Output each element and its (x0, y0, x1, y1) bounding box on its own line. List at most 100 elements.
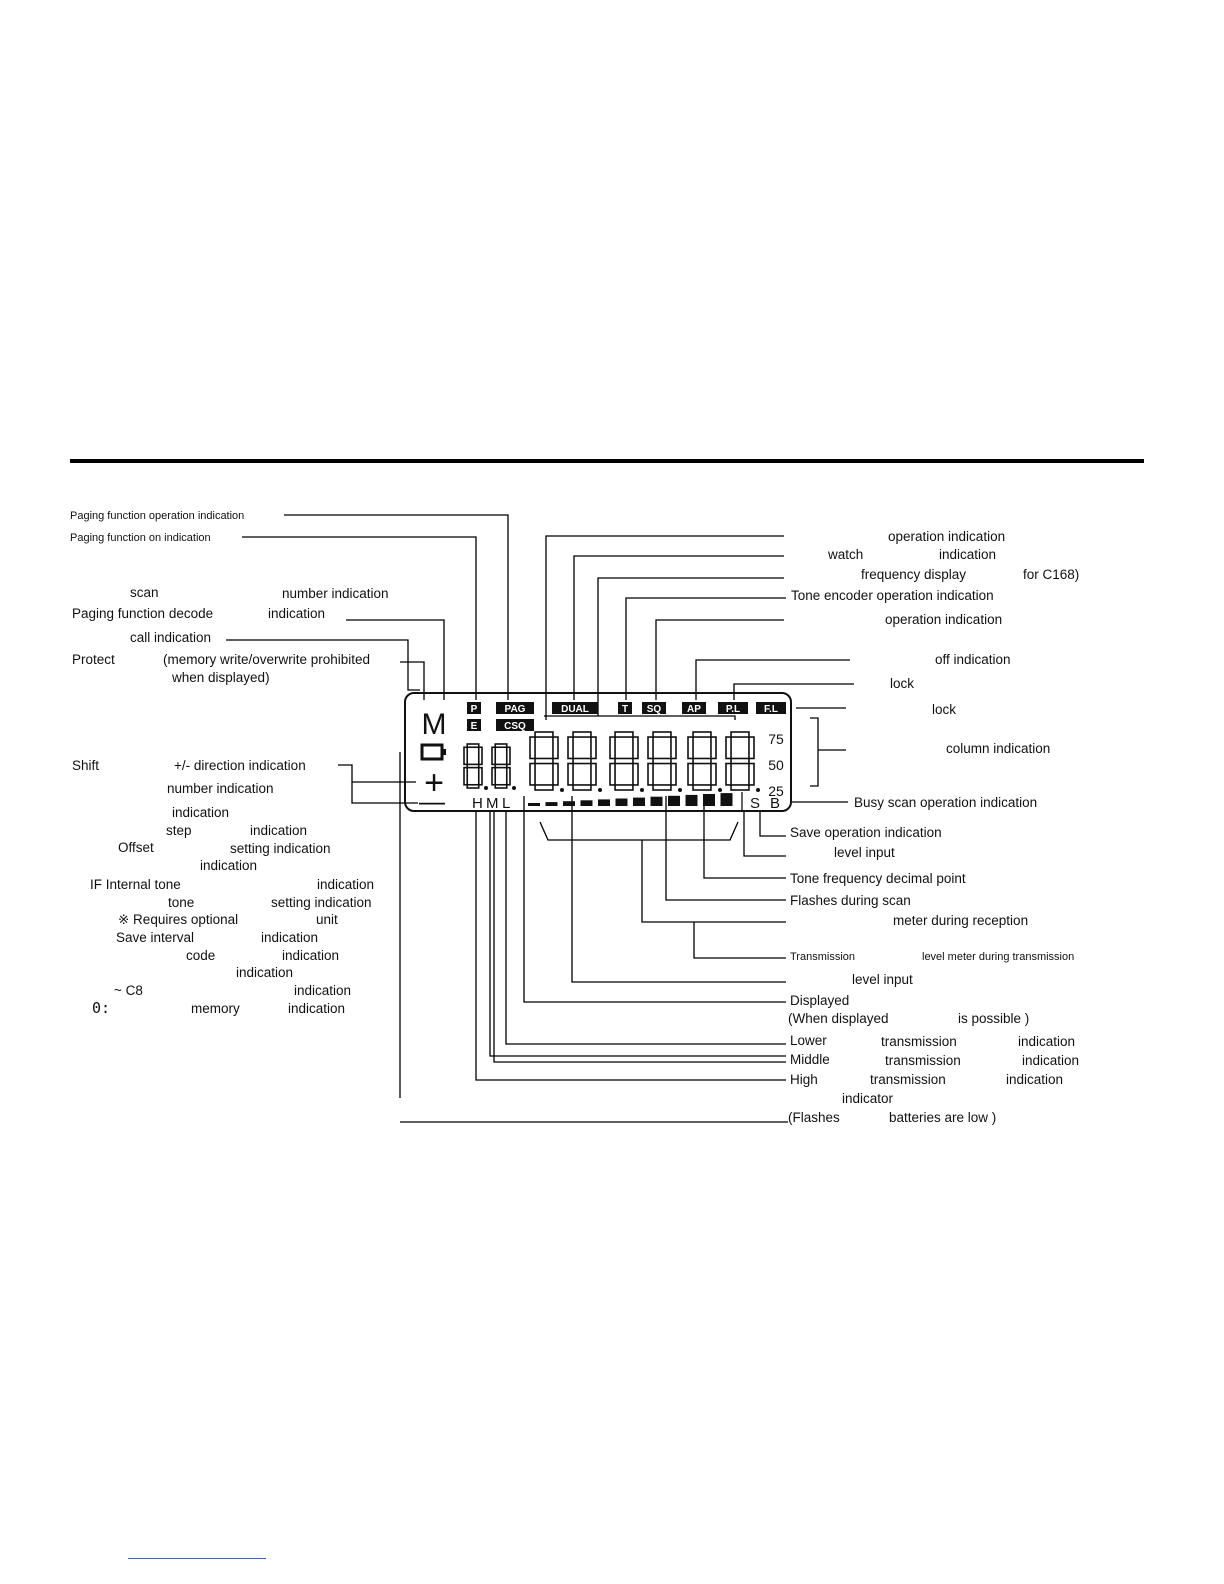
label-offset: Offset (118, 840, 154, 855)
signal-meter (528, 793, 733, 806)
icon-p-bg (467, 702, 481, 714)
icon-pag-bg (496, 702, 534, 714)
label-unit: unit (316, 912, 338, 927)
digit-segment (466, 743, 480, 749)
meter-bar (580, 800, 593, 806)
digit-segment (692, 731, 712, 738)
label-r-transmission: Transmission (790, 951, 855, 963)
label-r-meter-rx: meter during reception (893, 913, 1029, 928)
digit-segment (647, 762, 654, 786)
meter-bar (668, 795, 680, 806)
digit-decimal-point (718, 788, 722, 792)
label-r-op: operation indication (888, 529, 1006, 544)
minus-sign: — (419, 786, 445, 812)
digit-segment (491, 746, 497, 766)
digit-segment (710, 736, 717, 760)
digit-segment (748, 736, 755, 760)
digit-segment (725, 736, 732, 760)
digit-segment (725, 762, 732, 786)
meter-bar (720, 793, 733, 806)
digit-segment (614, 757, 634, 765)
digit-segment (567, 736, 574, 760)
label-r-flashes: (Flashes (788, 1110, 840, 1125)
label-r-possible: is possible ) (958, 1011, 1030, 1026)
label-r-middle: Middle (790, 1052, 830, 1067)
label-r-middle-tx: transmission (885, 1053, 961, 1068)
digit-segment (477, 766, 483, 786)
digit-decimal-point (640, 788, 644, 792)
label-r-lower-ind: indication (1018, 1034, 1076, 1049)
icon-e-bg (467, 719, 481, 731)
label-r-lower: Lower (790, 1033, 827, 1048)
digit-segment (687, 762, 694, 786)
save-s: S (750, 795, 760, 812)
lcd-digit (647, 731, 682, 792)
label-r-lower-tx: transmission (881, 1034, 957, 1049)
icon-csq: CSQ (504, 721, 526, 732)
digit-segment (494, 763, 508, 769)
scale-75: 75 (768, 731, 784, 747)
power-l: L (502, 795, 510, 812)
label-memory-ind: indication (288, 1001, 346, 1016)
label-r-off: off indication (935, 652, 1011, 667)
digit-segment (730, 784, 750, 791)
icon-dual-bg (552, 702, 598, 714)
digit-segment (477, 746, 483, 766)
label-call: call indication (130, 630, 212, 645)
digit-segment (632, 762, 639, 786)
label-seg-0: 0: (92, 999, 111, 1017)
digit-segment (670, 762, 677, 786)
label-memory: memory (191, 1001, 240, 1016)
digit-segment (687, 736, 694, 760)
digit-segment (534, 784, 554, 791)
digit-segment (463, 766, 469, 786)
meter-bar (650, 796, 663, 806)
digit-segment (590, 736, 597, 760)
icon-fl-bg (756, 702, 786, 714)
mode-m: M (422, 708, 447, 741)
icon-ap: AP (687, 704, 701, 715)
label-r-indicator: indicator (842, 1091, 894, 1106)
digit-decimal-point (756, 788, 760, 792)
digit-segment (710, 762, 717, 786)
meter-bar (633, 797, 645, 806)
icon-ap-bg (682, 702, 706, 714)
label-r-flashes-scan: Flashes during scan (790, 893, 911, 908)
label-indication2: indication (200, 858, 258, 873)
digit-segment (505, 766, 511, 786)
meter-bar (545, 802, 558, 806)
digit-segment (572, 784, 592, 791)
icon-pl: P.L (726, 704, 740, 715)
lcd-digit (463, 743, 488, 790)
meter-bar (615, 798, 628, 806)
digit-decimal-point (512, 786, 516, 790)
digit-segment (670, 736, 677, 760)
label-r-lock2: lock (932, 702, 957, 717)
label-r-c168: for C168) (1023, 567, 1080, 582)
digit-decimal-point (678, 788, 682, 792)
icon-dual: DUAL (561, 704, 589, 715)
icon-fl: F.L (764, 704, 778, 715)
lcd-digit (687, 731, 722, 792)
label-r-middle-ind: indication (1022, 1053, 1080, 1068)
lcd-digit (725, 731, 760, 792)
digit-segment (466, 783, 480, 789)
label-r-watch-ind: indication (939, 547, 997, 562)
digit-segment (614, 784, 634, 791)
meter-bar (703, 794, 715, 806)
lcd-panel (404, 692, 792, 812)
label-r-tone-encoder: Tone encoder operation indication (791, 588, 994, 603)
label-code-ind: indication (282, 948, 340, 963)
meter-bar (598, 799, 610, 806)
digit-segment (529, 762, 536, 786)
label-tone: tone (168, 895, 195, 910)
label-r-decimal: Tone frequency decimal point (790, 871, 966, 886)
label-c8: ~ C8 (114, 983, 143, 998)
label-paging-decode: Paging function decode (72, 606, 214, 621)
digit-segment (567, 762, 574, 786)
digit-segment (572, 731, 592, 738)
battery-icon (420, 743, 444, 761)
digit-segment (466, 763, 480, 769)
meter-bar (563, 801, 575, 806)
digit-decimal-point (484, 786, 488, 790)
